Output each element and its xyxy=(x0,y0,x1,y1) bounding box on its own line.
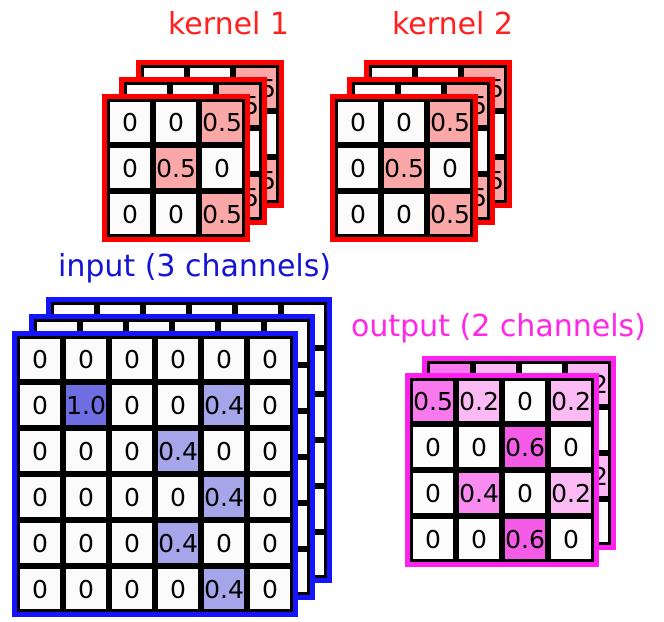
input-title: input (3 channels) xyxy=(58,249,332,284)
grid-cell: 0 xyxy=(247,566,293,612)
grid-cell: 0 xyxy=(109,566,155,612)
grid-cell: 0 xyxy=(155,474,201,520)
grid-cell: 0 xyxy=(381,99,427,145)
grid-cell: 0.4 xyxy=(456,470,502,516)
kernel-2-title: kernel 2 xyxy=(392,7,513,42)
grid-cell: 0 xyxy=(410,470,456,516)
grid-cell: 0 xyxy=(109,520,155,566)
grid-cell: 0 xyxy=(17,336,63,382)
grid-cell: 1.0 xyxy=(63,382,109,428)
grid-cell: 0.6 xyxy=(502,424,548,470)
grid-cell: 0 xyxy=(109,474,155,520)
grid-cell: 0 xyxy=(107,191,153,237)
grid-cell: 0 xyxy=(247,382,293,428)
grid-cell: 0 xyxy=(410,516,456,562)
grid-cell: 0 xyxy=(63,428,109,474)
output-title: output (2 channels) xyxy=(351,309,646,344)
grid-cell: 0 xyxy=(17,382,63,428)
kernel-2-stack: 000.500.50000.5000.500.50000.5000.500.50… xyxy=(330,60,512,242)
kernel-1-title: kernel 1 xyxy=(168,7,289,42)
grid-cell: 0 xyxy=(247,520,293,566)
kernel-1-stack: 000.500.50000.5000.500.50000.5000.500.50… xyxy=(102,60,284,242)
grid-cell: 0 xyxy=(427,145,473,191)
grid-cell: 0.5 xyxy=(427,191,473,237)
grid-cell: 0.5 xyxy=(153,145,199,191)
grid-cell: 0 xyxy=(381,191,427,237)
grid-cell: 0 xyxy=(63,474,109,520)
grid-cell: 0.5 xyxy=(199,191,245,237)
grid-cell: 0 xyxy=(247,428,293,474)
grid-cell: 0 xyxy=(502,378,548,424)
grid-cell: 0 xyxy=(456,424,502,470)
grid-cell: 0 xyxy=(335,191,381,237)
grid-cell: 0.2 xyxy=(548,470,594,516)
grid-cell: 0.4 xyxy=(201,474,247,520)
output-stack: 0.50.200.2000.6000.400.2000.600.50.200.2… xyxy=(405,356,633,584)
grid-cell: 0 xyxy=(153,99,199,145)
grid-cell: 0.2 xyxy=(548,378,594,424)
grid-cell: 0.4 xyxy=(201,566,247,612)
grid-cell: 0 xyxy=(17,520,63,566)
grid-cell: 0 xyxy=(63,520,109,566)
grid-cell: 0 xyxy=(155,566,201,612)
grid-cell: 0.4 xyxy=(155,428,201,474)
grid-cell: 0 xyxy=(63,336,109,382)
grid-cell: 0.2 xyxy=(456,378,502,424)
grid-cell: 0 xyxy=(410,424,456,470)
grid-cell: 0 xyxy=(247,336,293,382)
grid-cell: 0 xyxy=(109,428,155,474)
grid-cell: 0.5 xyxy=(199,99,245,145)
grid-cell: 0.5 xyxy=(410,378,456,424)
grid-cell: 0 xyxy=(153,191,199,237)
grid-cell: 0 xyxy=(109,336,155,382)
grid-cell: 0 xyxy=(107,145,153,191)
grid-cell: 0.5 xyxy=(381,145,427,191)
grid-cell: 0 xyxy=(17,474,63,520)
grid-cell: 0 xyxy=(155,382,201,428)
grid-cell: 0 xyxy=(109,382,155,428)
grid-cell: 0 xyxy=(456,516,502,562)
grid-cell: 0 xyxy=(201,336,247,382)
grid-cell: 0 xyxy=(63,566,109,612)
grid-cell: 0 xyxy=(335,99,381,145)
grid-cell: 0 xyxy=(548,516,594,562)
grid-cell: 0.6 xyxy=(502,516,548,562)
grid-cell: 0 xyxy=(335,145,381,191)
grid-cell: 0 xyxy=(107,99,153,145)
grid-cell: 0.4 xyxy=(155,520,201,566)
grid-cell: 0 xyxy=(548,424,594,470)
grid-cell: 0 xyxy=(201,428,247,474)
grid-cell: 0 xyxy=(201,520,247,566)
grid-cell: 0.4 xyxy=(201,382,247,428)
grid-cell: 0 xyxy=(17,428,63,474)
grid-cell: 0 xyxy=(199,145,245,191)
grid-cell: 0.5 xyxy=(427,99,473,145)
grid-cell: 0 xyxy=(17,566,63,612)
grid-cell: 0 xyxy=(155,336,201,382)
grid-cell: 0 xyxy=(247,474,293,520)
grid-cell: 0 xyxy=(502,470,548,516)
